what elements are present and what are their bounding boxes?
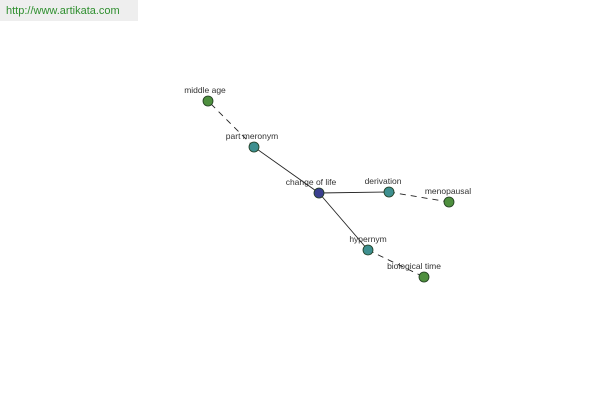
site-url-text[interactable]: http://www.artikata.com	[6, 5, 120, 17]
node-dot-part-meronym[interactable]	[248, 141, 260, 153]
url-banner: http://www.artikata.com	[0, 0, 138, 21]
node-dot-middle-age[interactable]	[202, 95, 214, 107]
edge-change-of-life-hypernym	[318, 192, 369, 251]
node-dot-hypernym[interactable]	[362, 244, 374, 256]
node-label-part-meronym[interactable]: part meronym	[226, 131, 278, 141]
node-label-middle-age[interactable]: middle age	[184, 85, 226, 95]
node-dot-menopausal[interactable]	[443, 196, 455, 208]
node-hypernym[interactable]: hypernym	[349, 234, 387, 256]
node-change-of-life[interactable]: change of life	[286, 177, 337, 199]
node-biological-time[interactable]: biological time	[387, 261, 441, 283]
node-label-hypernym[interactable]: hypernym	[349, 234, 386, 244]
node-part-meronym[interactable]: part meronym	[226, 131, 278, 153]
edge-change-of-life-derivation	[318, 191, 390, 194]
node-label-menopausal[interactable]: menopausal	[425, 186, 471, 196]
node-menopausal[interactable]: menopausal	[425, 186, 471, 208]
node-derivation[interactable]: derivation	[365, 176, 402, 198]
node-label-biological-time[interactable]: biological time	[387, 261, 441, 271]
node-label-change-of-life[interactable]: change of life	[286, 177, 337, 187]
node-middle-age[interactable]: middle age	[184, 85, 226, 107]
node-dot-change-of-life[interactable]	[313, 187, 325, 199]
edge-change-of-life-part-meronym	[253, 146, 320, 194]
node-label-derivation[interactable]: derivation	[365, 176, 402, 186]
node-dot-biological-time[interactable]	[418, 271, 430, 283]
node-dot-derivation[interactable]	[383, 186, 395, 198]
